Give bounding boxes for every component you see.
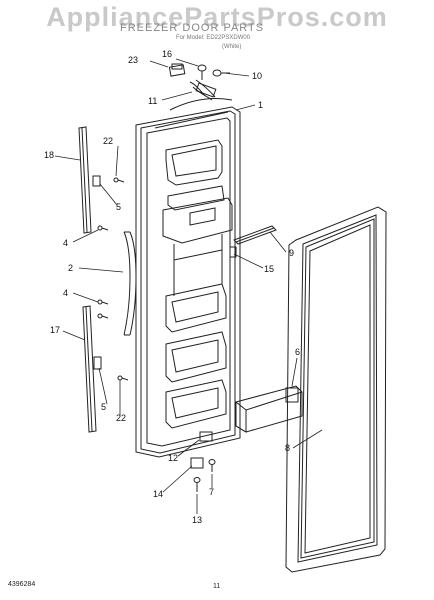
door-bins (162, 139, 233, 429)
door-bin-6 (235, 385, 303, 433)
callout-9: 9 (289, 248, 295, 258)
callout-22-upper: 22 (103, 136, 114, 146)
callout-12: 12 (168, 453, 179, 463)
callout-16: 16 (162, 49, 173, 59)
callout-15: 15 (264, 264, 275, 274)
bottom-hinge-parts (190, 431, 216, 492)
callout-1: 1 (258, 100, 264, 110)
callout-17: 17 (50, 325, 61, 335)
callout-11: 11 (148, 96, 158, 106)
callout-10: 10 (252, 71, 263, 81)
clip-15 (229, 246, 237, 258)
shelf-retainer-9 (233, 225, 277, 245)
callout-22-lower: 22 (116, 413, 127, 423)
callout-7: 7 (209, 487, 215, 497)
callout-6: 6 (295, 347, 301, 357)
document-number: 4396284 (8, 581, 36, 588)
model-line: For Model: ED22PSXDW00 (176, 35, 251, 41)
leader-lines (54, 58, 323, 514)
page-number: 11 (213, 583, 221, 590)
callout-13: 13 (192, 515, 203, 525)
callout-18: 18 (44, 150, 55, 160)
top-hinge-parts (168, 63, 230, 101)
bracket-5-upper (92, 175, 101, 187)
callout-5-upper: 5 (116, 202, 122, 212)
callout-5-lower: 5 (101, 402, 107, 412)
watermark: AppliancePartsPros.com (46, 2, 388, 32)
trim-strip-17 (82, 305, 97, 433)
screws (97, 177, 129, 381)
color-line: (White) (222, 44, 242, 50)
door-gasket (285, 206, 387, 573)
callout-8: 8 (285, 443, 291, 453)
callout-23: 23 (128, 55, 139, 65)
door-panel (135, 97, 241, 458)
callout-4-upper: 4 (63, 238, 69, 248)
callout-4-lower: 4 (63, 288, 69, 298)
diagram-title: FREEZER DOOR PARTS (120, 22, 265, 34)
door-handle (123, 231, 137, 336)
callout-2: 2 (68, 263, 74, 273)
trim-strip-18 (78, 126, 92, 234)
bracket-5-lower (93, 356, 102, 370)
callout-14: 14 (153, 489, 164, 499)
